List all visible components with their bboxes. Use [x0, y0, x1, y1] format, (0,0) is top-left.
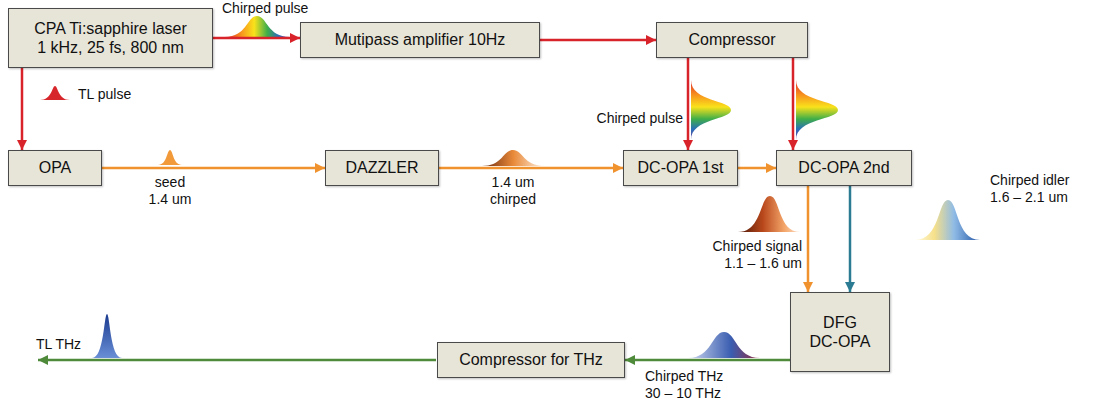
box-label: DC-OPA 2nd	[798, 158, 889, 177]
chirped-pump-icon	[796, 80, 838, 140]
box-label: Compressor for THz	[459, 350, 603, 369]
box-label: DFG DC-OPA	[803, 313, 878, 351]
box-label: OPA	[39, 158, 72, 177]
box-label: DAZZLER	[346, 158, 419, 177]
beam-label: Chirped pulse	[583, 110, 683, 127]
chirped-pump-icon	[691, 80, 731, 140]
process-box: Compressor	[656, 22, 808, 58]
beam-arrow	[807, 186, 810, 292]
beam-label: Chirped idler 1.6 – 2.1 um	[990, 172, 1094, 206]
beam-arrow	[792, 58, 795, 150]
process-box: DC-OPA 1st	[623, 150, 738, 186]
beam-arrow	[21, 68, 24, 150]
box-label: Mutipass amplifier 10Hz	[335, 30, 506, 49]
chirped-thz-icon	[688, 332, 760, 358]
beam-label: seed 1.4 um	[146, 174, 194, 208]
chirped-seed-icon	[482, 150, 545, 166]
beam-label: Chirped THz 30 – 10 THz	[645, 368, 740, 402]
beam-arrow	[687, 58, 690, 150]
output-arrow	[38, 359, 436, 362]
beam-arrow	[625, 359, 790, 362]
tl-pulse-icon	[40, 86, 70, 100]
beam-arrow	[102, 167, 325, 170]
beam-arrow	[439, 167, 623, 170]
process-box: DC-OPA 2nd	[776, 150, 912, 186]
process-box: DAZZLER	[325, 150, 439, 186]
output-label: TL THz	[36, 336, 92, 353]
tl-thz-icon	[92, 314, 122, 358]
signal-pulse-icon	[738, 196, 800, 232]
process-box: CPA Ti:sapphire laser 1 kHz, 25 fs, 800 …	[8, 8, 213, 68]
process-box: Compressor for THz	[437, 342, 625, 378]
beam-arrow	[849, 186, 852, 292]
chirped-pulse-icon	[225, 16, 290, 37]
box-label: Compressor	[688, 30, 775, 49]
idler-pulse-icon	[915, 200, 980, 240]
process-box: DFG DC-OPA	[790, 292, 890, 372]
seed-pulse-icon	[158, 150, 182, 165]
beam-label: Chirped pulse	[222, 0, 322, 17]
beam-arrow	[213, 37, 300, 40]
box-label: CPA Ti:sapphire laser 1 kHz, 25 fs, 800 …	[26, 19, 196, 57]
box-label: DC-OPA 1st	[638, 158, 724, 177]
beam-arrow	[738, 167, 776, 170]
beam-label: TL pulse	[78, 86, 158, 103]
process-box: OPA	[8, 150, 102, 186]
beam-arrow	[540, 39, 656, 42]
beam-label: Chirped signal 1.1 – 1.6 um	[698, 238, 802, 272]
process-box: Mutipass amplifier 10Hz	[300, 22, 540, 58]
beam-label: 1.4 um chirped	[483, 174, 543, 208]
